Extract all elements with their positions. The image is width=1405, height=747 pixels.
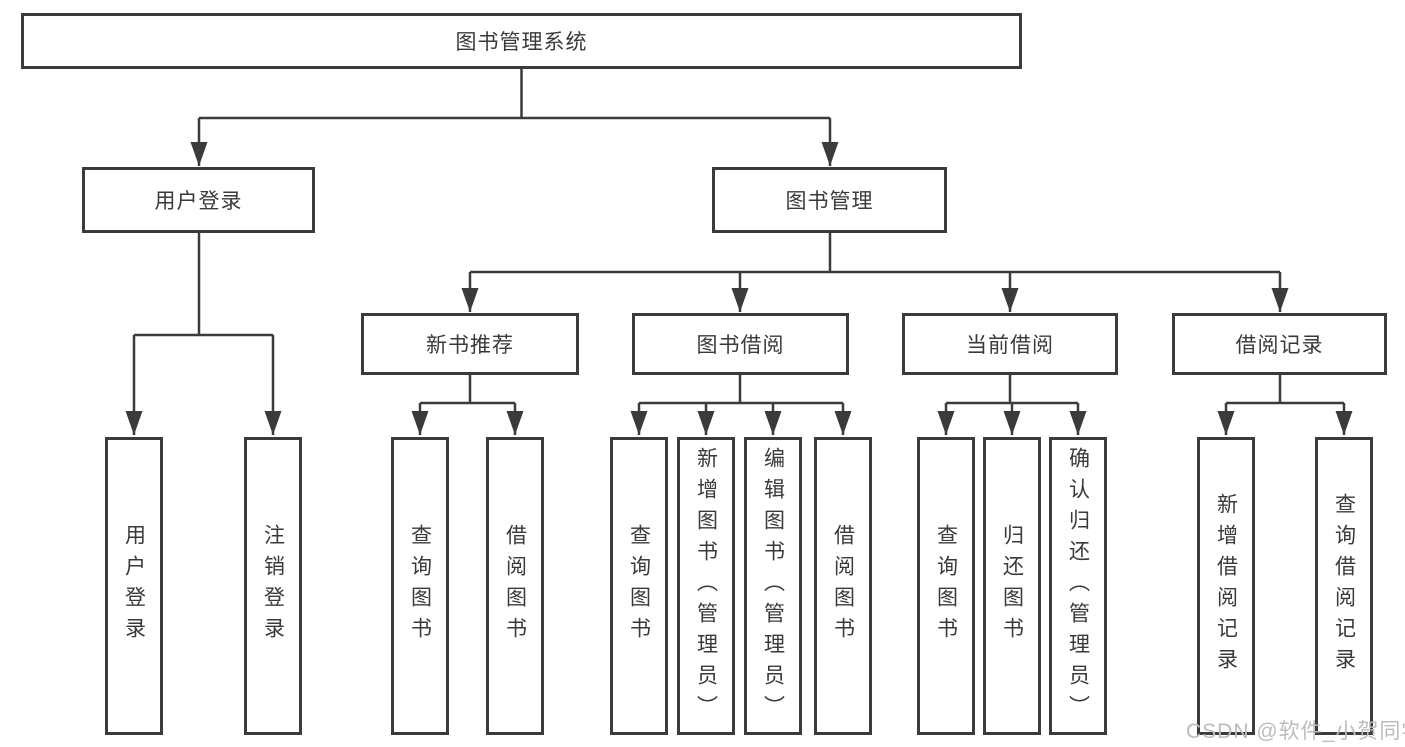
- node-label: 借阅记录: [1235, 334, 1324, 357]
- node-label: 归还图书: [1000, 524, 1024, 648]
- leaf-borrow-books-borrowing: 借阅图书: [814, 437, 872, 735]
- node-label: 借阅图书: [831, 524, 855, 648]
- leaf-query-books-recommend: 查询图书: [391, 437, 449, 735]
- leaf-query-books-borrowing: 查询图书: [610, 437, 668, 735]
- node-label: 当前借阅: [966, 334, 1054, 357]
- node-new-book-recommendation: 新书推荐: [361, 313, 579, 375]
- node-book-borrowing: 图书借阅: [632, 313, 849, 375]
- node-label: 注销登录: [261, 524, 285, 648]
- node-label: 借阅图书: [503, 524, 527, 648]
- node-label: 用户登录: [154, 190, 243, 213]
- node-user-login: 用户登录: [82, 167, 315, 233]
- node-label: 查询图书: [934, 524, 958, 648]
- node-label: 编辑图书（管理员）: [761, 446, 785, 726]
- leaf-logout: 注销登录: [244, 437, 302, 735]
- leaf-return-books: 归还图书: [983, 437, 1041, 735]
- leaf-query-books-current: 查询图书: [917, 437, 975, 735]
- leaf-borrow-books-recommend: 借阅图书: [486, 437, 544, 735]
- node-label: 查询图书: [627, 524, 651, 648]
- node-current-borrowing: 当前借阅: [902, 313, 1118, 375]
- node-label: 用户登录: [122, 524, 146, 648]
- node-label: 新增图书（管理员）: [694, 446, 718, 726]
- node-book-management: 图书管理: [712, 167, 947, 233]
- node-label: 图书借阅: [696, 334, 785, 357]
- leaf-user-login: 用户登录: [105, 437, 163, 735]
- node-label: 确认归还（管理员）: [1066, 446, 1090, 726]
- node-label: 查询图书: [408, 524, 432, 648]
- node-label: 新增借阅记录: [1214, 493, 1238, 679]
- node-label: 查询借阅记录: [1332, 493, 1356, 679]
- node-borrowing-records: 借阅记录: [1172, 313, 1387, 375]
- node-library-management-system: 图书管理系统: [21, 13, 1022, 69]
- leaf-add-book-admin: 新增图书（管理员）: [677, 437, 735, 735]
- leaf-query-borrow-record: 查询借阅记录: [1315, 437, 1373, 735]
- node-label: 新书推荐: [426, 334, 514, 357]
- node-label: 图书管理: [785, 190, 874, 213]
- watermark: CSDN @软件_小贺同学: [1186, 720, 1405, 743]
- leaf-add-borrow-record: 新增借阅记录: [1197, 437, 1255, 735]
- node-label: 图书管理系统: [455, 31, 588, 54]
- tree-edges: [125, 68, 1353, 435]
- leaf-edit-book-admin: 编辑图书（管理员）: [744, 437, 802, 735]
- leaf-confirm-return-admin: 确认归还（管理员）: [1049, 437, 1107, 735]
